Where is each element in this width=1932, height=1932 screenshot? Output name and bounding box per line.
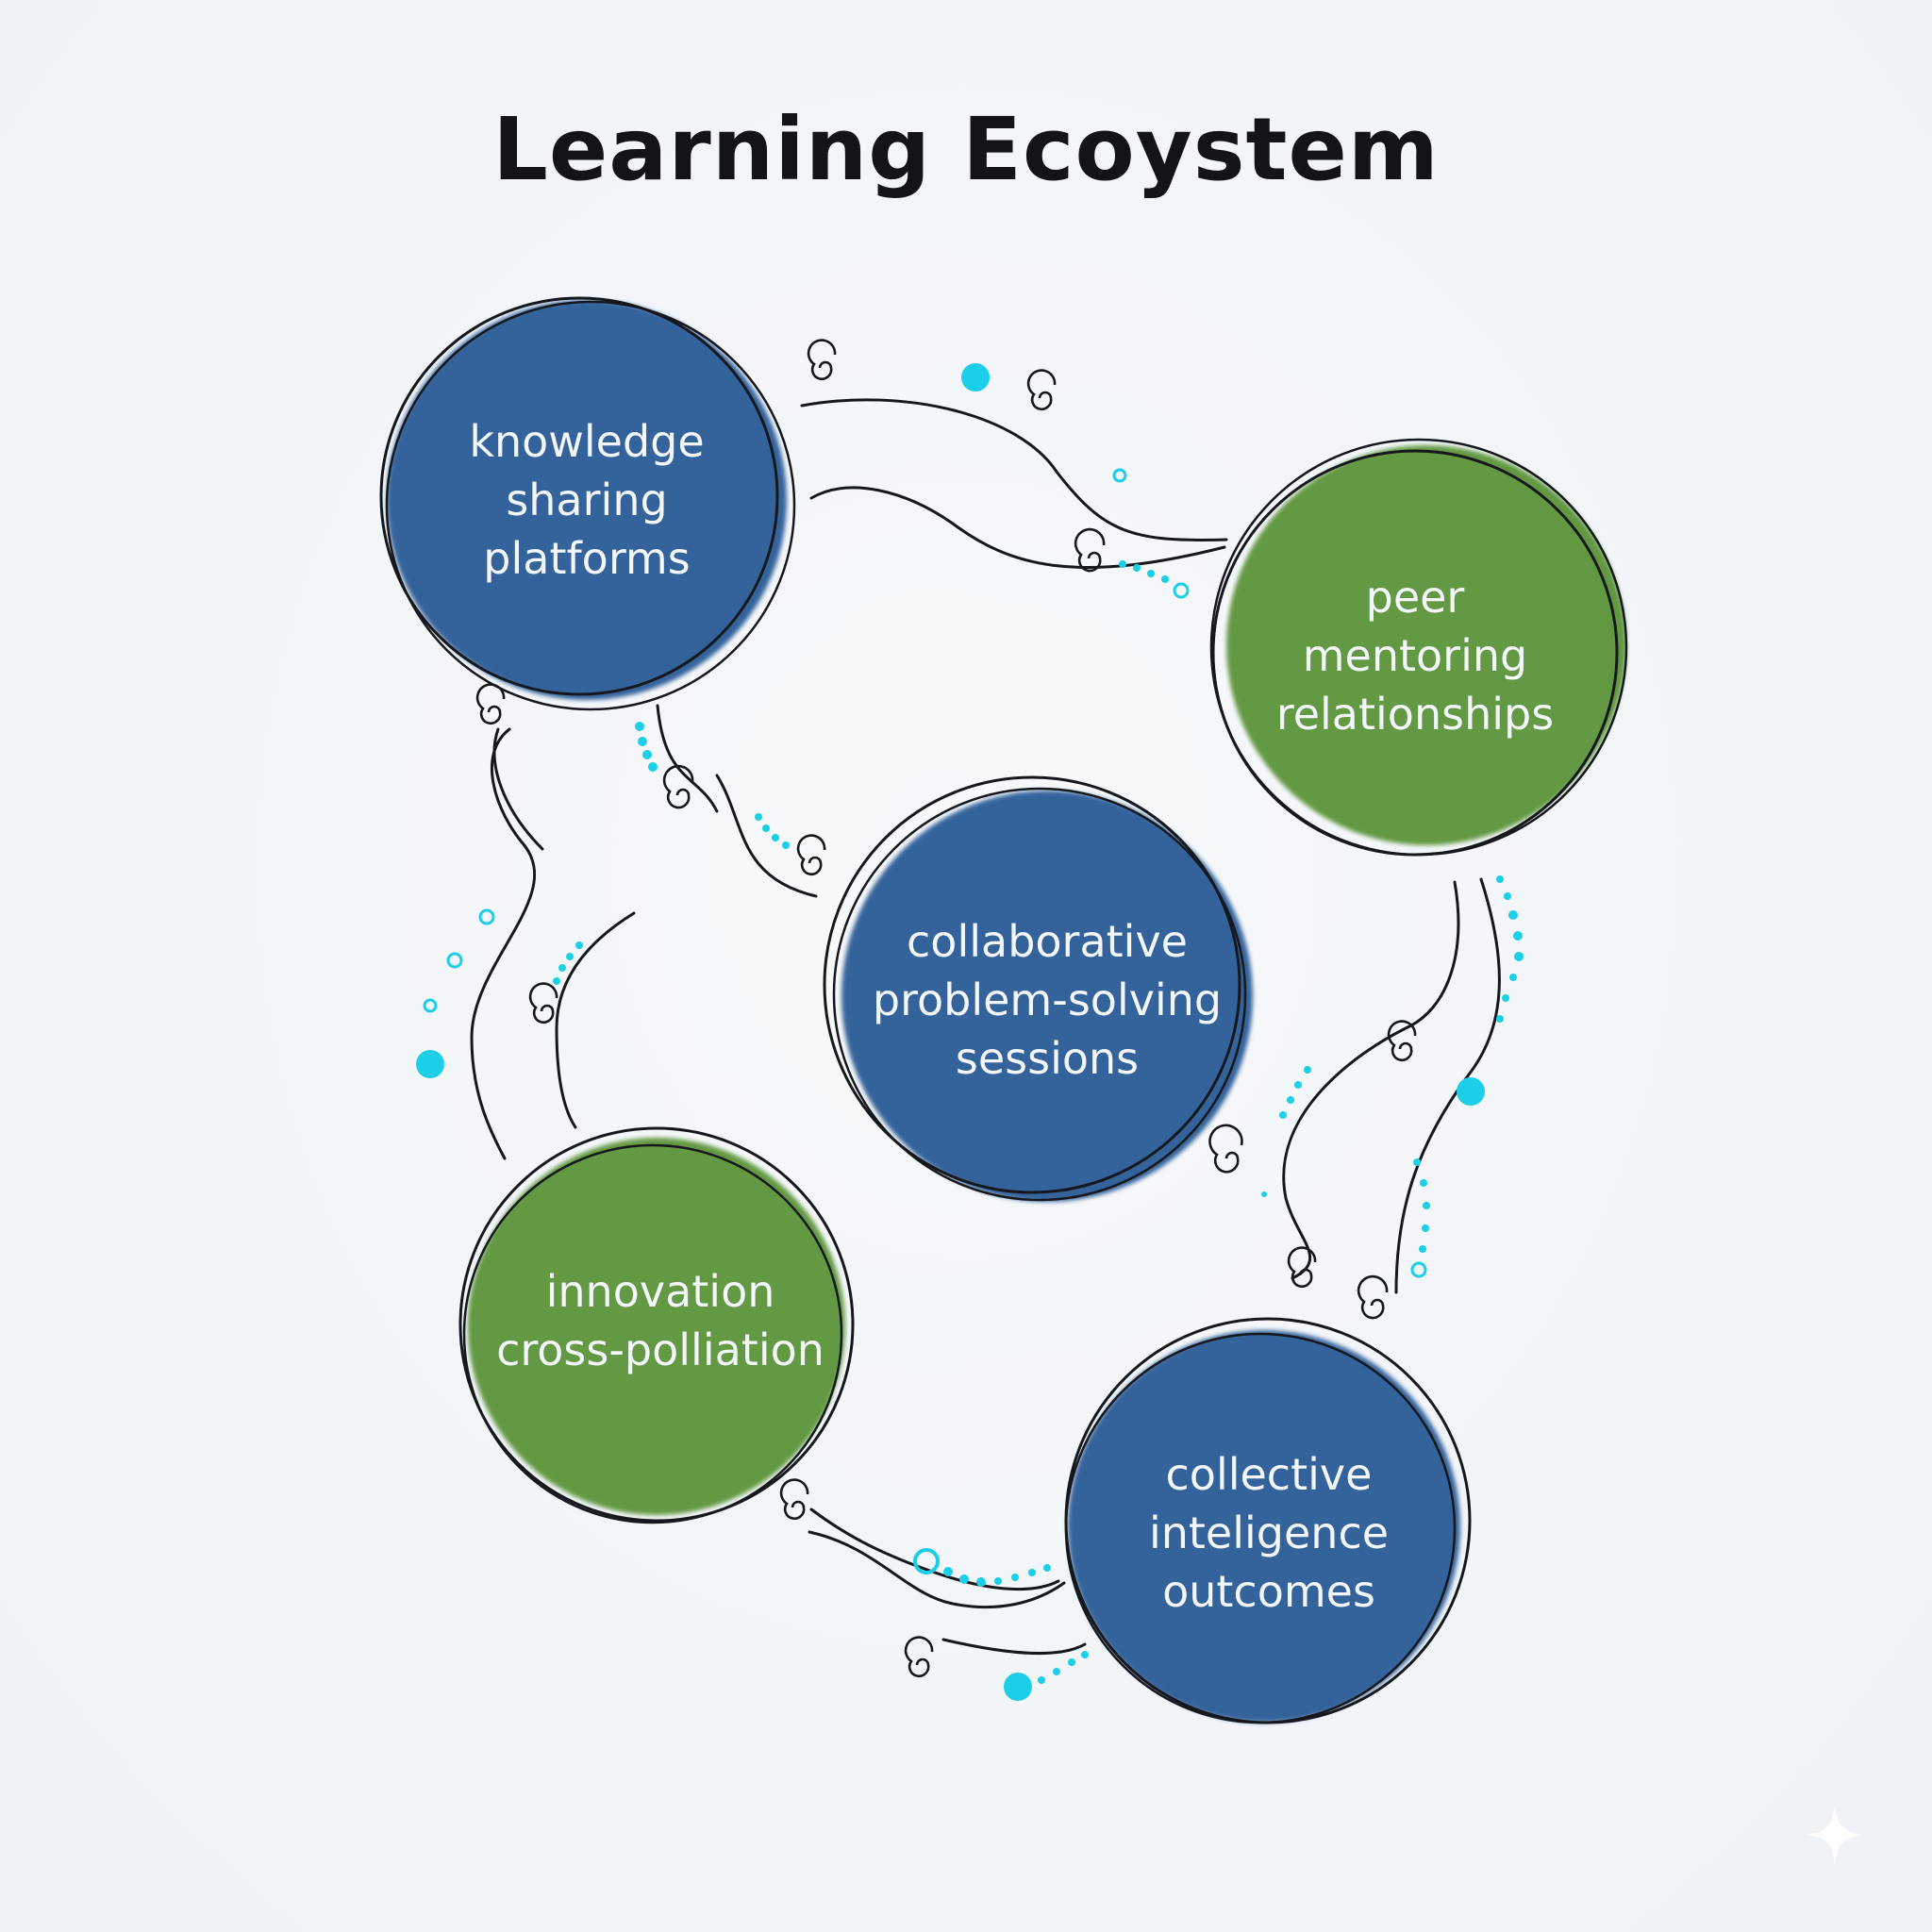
accent-ring: [1112, 468, 1127, 483]
node-label-collab: collaborative problem-solving sessions: [872, 916, 1223, 1084]
accent-dot: [1457, 1077, 1485, 1106]
spiral-icon: [528, 982, 558, 1024]
accent-ring: [913, 1548, 940, 1574]
spiral-icon: [1287, 1246, 1317, 1289]
node-knowledge: [379, 296, 796, 711]
connector-knowledge-innovation-mid: [555, 911, 636, 1129]
accent-ring: [1410, 1261, 1427, 1278]
node-circles: [379, 296, 1628, 1724]
spiral-icon: [662, 764, 694, 809]
connector-peer-collective-right: [1394, 877, 1501, 1294]
node-innovation: [458, 1126, 855, 1524]
node-label-innovation: innovation cross-polliation: [496, 1266, 824, 1375]
spiral-icon: [1026, 369, 1057, 411]
spiral-icon: [796, 834, 826, 876]
spiral-doodles: [475, 339, 1417, 1678]
connector-knowledge-peer-upper: [800, 398, 1228, 541]
spiral-icon: [1357, 1274, 1389, 1320]
accent-dot: [961, 363, 990, 391]
node-peer: [1209, 438, 1628, 857]
node-collective: [1064, 1317, 1472, 1724]
connector-innovation-collective-bottom: [941, 1638, 1087, 1656]
node-label-collective: collective inteligence outcomes: [1148, 1449, 1390, 1617]
spiral-icon: [1074, 527, 1106, 573]
connector-lines: [470, 398, 1501, 1656]
connector-knowledge-peer-lower: [809, 486, 1226, 570]
connector-knowledge-collab-b: [715, 774, 818, 898]
connector-innovation-collective-lower: [809, 1507, 1060, 1591]
spiral-icon: [779, 1478, 809, 1521]
spiral-icon: [904, 1636, 934, 1678]
accent-ring: [478, 908, 495, 925]
node-collab: [823, 775, 1253, 1202]
diagram-title: Learning Ecoystem: [492, 99, 1440, 200]
node-label-peer: peer mentoring relationships: [1275, 572, 1555, 740]
sparkle-icon: [1806, 1806, 1864, 1864]
accent-ring: [423, 998, 438, 1013]
accent-ring: [446, 952, 463, 969]
accent-dot: [1004, 1673, 1032, 1701]
connector-innovation-collective-upper: [808, 1530, 1066, 1609]
spiral-icon: [475, 683, 506, 725]
spiral-icon: [1387, 1020, 1417, 1062]
spiral-icon: [1208, 1124, 1243, 1174]
connector-knowledge-innovation-inner: [492, 727, 544, 851]
accent-dots: [416, 363, 1524, 1701]
node-label-knowledge: knowledge sharing platforms: [469, 416, 705, 584]
connector-knowledge-innovation-outer: [470, 727, 537, 1160]
accent-dot: [416, 1050, 444, 1078]
connector-peer-collective-left: [1282, 880, 1460, 1280]
spiral-icon: [807, 339, 837, 381]
accent-ring: [1173, 582, 1190, 599]
connector-knowledge-collab-a: [656, 704, 719, 813]
